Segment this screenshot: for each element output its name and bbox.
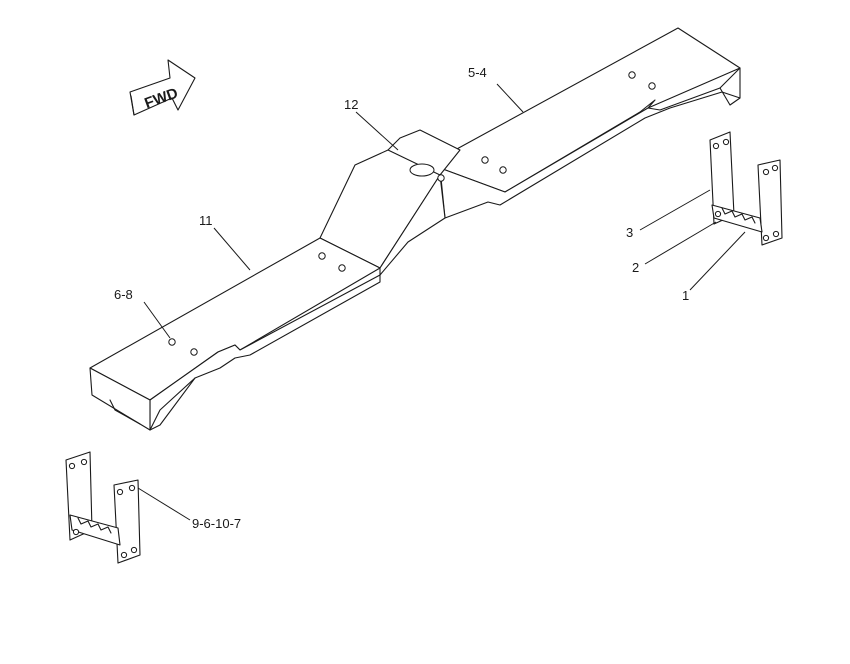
callout-12: 12 <box>344 97 358 112</box>
callout-5-4: 5-4 <box>468 65 487 80</box>
frame-rail <box>89 27 741 431</box>
bolt-hole <box>318 252 326 260</box>
callout-3: 3 <box>626 225 633 240</box>
callout-6-8: 6-8 <box>114 287 133 302</box>
center-hole <box>409 163 435 177</box>
callout-1: 1 <box>682 288 689 303</box>
bolt-hole <box>338 264 346 272</box>
callout-9-6-10-7: 9-6-10-7 <box>192 516 241 531</box>
bolt-hole <box>481 156 489 164</box>
bolt-hole <box>168 338 176 346</box>
callout-2: 2 <box>632 260 639 275</box>
leader-lines <box>137 83 746 521</box>
bolt-hole <box>648 82 656 90</box>
callout-11: 11 <box>199 213 213 228</box>
bolt-hole <box>190 348 198 356</box>
bolt-hole <box>437 174 445 182</box>
bracket-assembly-right <box>709 131 783 246</box>
bracket-assembly-left <box>65 451 141 564</box>
bolt-hole <box>628 71 636 79</box>
bolt-hole <box>499 166 507 174</box>
fwd-arrow-icon: FWD <box>129 59 196 116</box>
